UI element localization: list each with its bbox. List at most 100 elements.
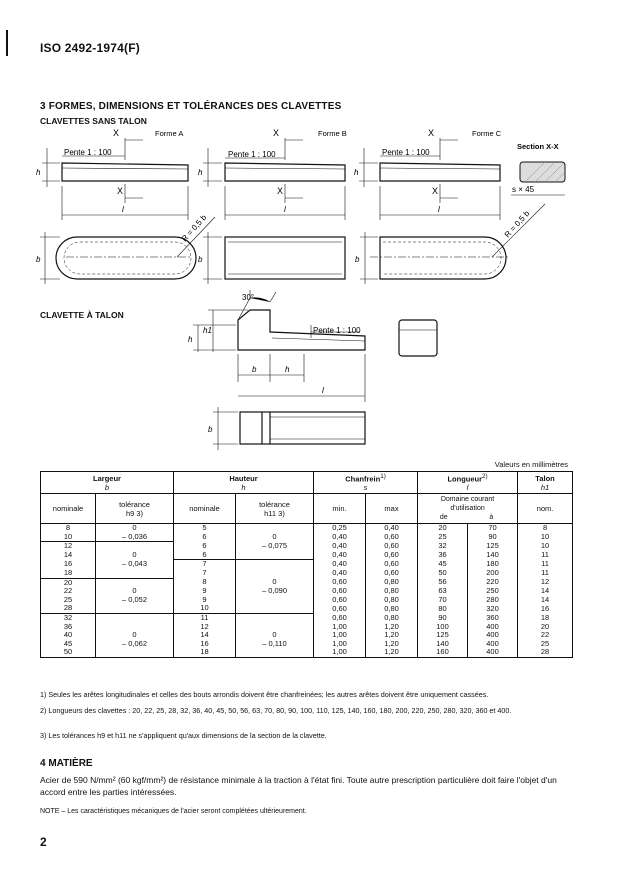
l-label-heel: l xyxy=(322,386,324,395)
section-4-note: NOTE – Les caractéristiques mécaniques d… xyxy=(40,808,307,815)
h-nominal-cell: 14 xyxy=(173,631,236,640)
l-to-cell: 220 xyxy=(467,577,519,588)
header-chanfrein: Chanfrein1)s xyxy=(312,471,419,494)
angle-label: 30° xyxy=(242,293,254,302)
s-max-cell: 0,60 xyxy=(364,541,419,551)
s-max-cell: 1,20 xyxy=(364,647,419,658)
h-nominal-cell: 16 xyxy=(173,639,236,649)
header-s-max: max xyxy=(364,493,419,524)
header-talon-nom: nom. xyxy=(517,493,574,524)
subtitle-key-with-heel: CLAVETTE À TALON xyxy=(40,310,124,320)
document-id: ISO 2492-1974(F) xyxy=(40,41,140,55)
s-max-cell: 0,60 xyxy=(364,559,419,569)
s-max-cell: 0,60 xyxy=(364,532,419,542)
h-tolerance-line: 0 xyxy=(272,630,277,640)
h1-label-heel: h1 xyxy=(203,326,212,335)
key-drawings: Forme A Forme B Forme C Section X-X Pent… xyxy=(36,128,566,450)
h-tolerance-line xyxy=(236,604,313,613)
h-tolerance-cell: 0– 0,075 xyxy=(235,522,314,561)
h-tolerance-line: – 0,090 xyxy=(261,585,288,595)
b-tolerance-line xyxy=(96,568,173,577)
h1-nominal-cell: 22 xyxy=(517,631,574,640)
b-nominal-cell: 18 xyxy=(40,568,96,579)
section-4-text: Acier de 590 N/mm² (60 kgf/mm²) de résis… xyxy=(40,775,557,797)
h-nominal-cell: 6 xyxy=(173,541,236,551)
h-tolerance-cell: 0– 0,090 xyxy=(235,559,314,614)
header-s-min: min. xyxy=(313,493,366,524)
margin-bar xyxy=(6,30,8,56)
h1-nominal-cell: 14 xyxy=(517,587,574,596)
units-note: Valeurs en millimètres xyxy=(494,460,568,469)
x-mark-b-top: X xyxy=(273,128,279,138)
l-from-cell: 160 xyxy=(417,647,469,658)
h-nominal-cell: 12 xyxy=(173,622,236,632)
h-label-heel-side: h xyxy=(285,365,290,374)
b-tolerance-line xyxy=(96,614,173,623)
footnote-3: 3) Les tolérances h9 et h11 ne s'appliqu… xyxy=(40,731,327,740)
b-nominal-cell: 36 xyxy=(40,622,96,632)
b-nominal-cell: 50 xyxy=(40,647,96,658)
l-to-cell: 180 xyxy=(467,559,519,569)
b-tolerance-line: 0 xyxy=(132,550,137,560)
s-max-cell: 0,60 xyxy=(364,568,419,579)
l-to-cell: 250 xyxy=(467,587,519,596)
l-to-cell: 280 xyxy=(467,595,519,605)
h1-nominal-cell: 28 xyxy=(517,647,574,658)
h-nominal-cell: 9 xyxy=(173,595,236,605)
b-tolerance-line: 0 xyxy=(132,586,137,596)
h1-nominal-cell: 20 xyxy=(517,622,574,632)
b-nominal-cell: 45 xyxy=(40,639,96,649)
h-nominal-cell: 8 xyxy=(173,577,236,588)
b-tolerance-line: 0 xyxy=(132,523,137,532)
h1-nominal-cell: 25 xyxy=(517,639,574,649)
h-tolerance-line xyxy=(236,550,313,559)
label-forme-c: Forme C xyxy=(472,129,502,138)
label-section: Section X-X xyxy=(517,142,559,151)
label-forme-b: Forme B xyxy=(318,129,347,138)
x-mark-c-top: X xyxy=(428,128,434,138)
s-max-cell: 1,20 xyxy=(364,622,419,632)
h-nominal-cell: 9 xyxy=(173,587,236,596)
b-tolerance-line xyxy=(96,648,173,657)
s-max-cell: 0,40 xyxy=(364,522,419,533)
s-max-cell: 0,80 xyxy=(364,613,419,623)
h-nominal-cell: 6 xyxy=(173,532,236,542)
b-nominal-cell: 14 xyxy=(40,550,96,560)
b-tolerance-line: – 0,062 xyxy=(121,638,148,648)
h-tolerance-line xyxy=(236,648,313,657)
section-4-title: 4 MATIÈRE xyxy=(40,758,93,769)
radius-label-c: R = 0,5 b xyxy=(503,209,532,240)
x-mark-c-bot: X xyxy=(432,186,438,196)
slope-heel: Pente 1 : 100 xyxy=(313,326,361,335)
h1-nominal-cell: 11 xyxy=(517,559,574,569)
h-tolerance-line: – 0,110 xyxy=(262,638,287,648)
b-tolerance-cell: 0– 0,036 xyxy=(95,522,174,543)
l-to-cell: 400 xyxy=(467,639,519,649)
b-tolerance-line: 0 xyxy=(132,630,137,640)
l-to-cell: 90 xyxy=(467,532,519,542)
h-label-c: h xyxy=(354,168,359,177)
s-max-cell: 0,80 xyxy=(364,595,419,605)
l-to-cell: 200 xyxy=(467,568,519,579)
slope-a: Pente 1 : 100 xyxy=(64,148,112,157)
l-to-cell: 400 xyxy=(467,622,519,632)
b-tolerance-cell: 0– 0,062 xyxy=(95,612,174,658)
h1-nominal-cell: 14 xyxy=(517,595,574,605)
b-nominal-cell: 16 xyxy=(40,559,96,569)
section-3-title: 3 FORMES, DIMENSIONS ET TOLÉRANCES DES C… xyxy=(40,101,342,112)
h1-nominal-cell: 12 xyxy=(517,577,574,588)
h-label-heel: h xyxy=(188,335,193,344)
page-number: 2 xyxy=(40,835,47,849)
h-nominal-cell: 7 xyxy=(173,568,236,579)
b-tolerance-cell: 0– 0,052 xyxy=(95,577,174,614)
l-to-cell: 400 xyxy=(467,631,519,640)
